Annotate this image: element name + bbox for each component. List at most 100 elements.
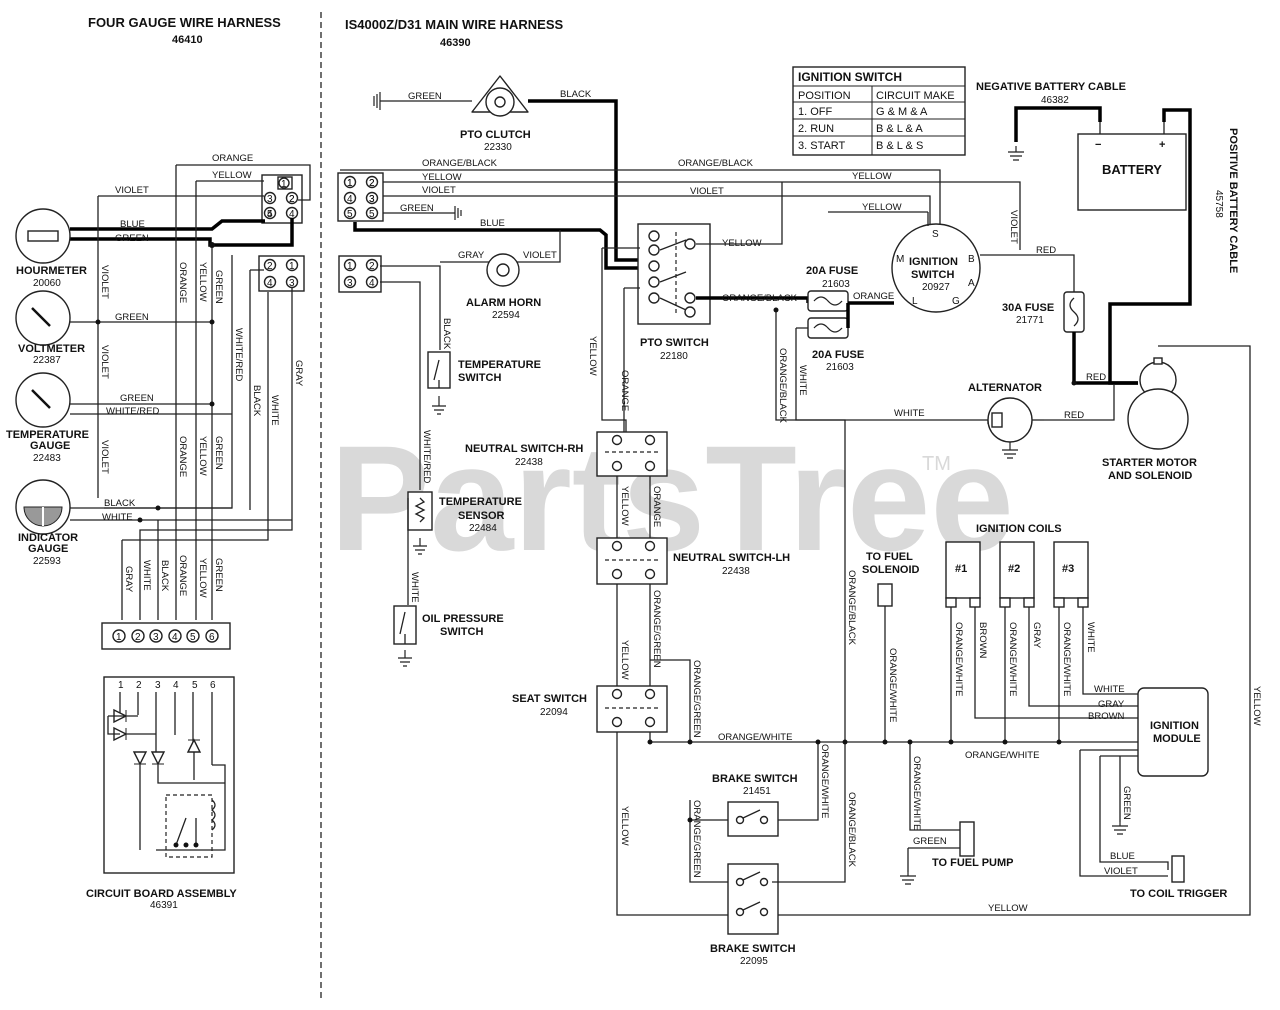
svg-text:IGNITION: IGNITION — [909, 256, 958, 268]
svg-text:ORANGE/BLACK: ORANGE/BLACK — [722, 293, 798, 304]
svg-text:+: + — [1159, 139, 1165, 151]
svg-text:VIOLET: VIOLET — [99, 345, 110, 379]
svg-text:WHITE: WHITE — [409, 572, 420, 603]
svg-text:VIOLET: VIOLET — [690, 186, 724, 197]
svg-text:4: 4 — [267, 278, 273, 289]
oil-pressure-switch: OIL PRESSURE SWITCH — [393, 605, 504, 667]
svg-text:RED: RED — [1086, 372, 1106, 383]
svg-text:TO FUEL: TO FUEL — [866, 551, 913, 563]
svg-text:5: 5 — [347, 209, 353, 220]
svg-text:GRAY: GRAY — [293, 360, 304, 387]
svg-text:WHITE: WHITE — [1085, 622, 1096, 653]
svg-text:ORANGE: ORANGE — [853, 291, 894, 302]
svg-text:GREEN: GREEN — [115, 312, 149, 323]
svg-text:5: 5 — [192, 680, 198, 691]
svg-text:VIOLET: VIOLET — [422, 185, 456, 196]
svg-text:POSITION: POSITION — [798, 90, 851, 102]
pto-clutch: PTO CLUTCH 22330 — [460, 75, 531, 153]
svg-text:20060: 20060 — [33, 278, 61, 289]
svg-text:M: M — [896, 254, 904, 265]
svg-text:ORANGE/GREEN: ORANGE/GREEN — [691, 800, 702, 878]
main-harness: PTO CLUTCH 22330 GREEN BLACK 1 2 4 3 5 5… — [337, 66, 1262, 967]
svg-text:5: 5 — [190, 632, 196, 643]
svg-text:YELLOW: YELLOW — [619, 486, 630, 526]
svg-text:INDICATOR: INDICATOR — [18, 532, 78, 544]
circuit-board-assembly: 1 2 3 4 5 6 CIRCUIT BOARD ASSEMBLY 46391 — [86, 676, 237, 911]
svg-text:BLUE: BLUE — [480, 218, 505, 229]
svg-text:20A FUSE: 20A FUSE — [812, 349, 864, 361]
svg-text:46391: 46391 — [150, 900, 178, 911]
svg-text:WHITE: WHITE — [141, 560, 152, 591]
svg-text:20927: 20927 — [922, 282, 950, 293]
svg-text:46382: 46382 — [1041, 95, 1069, 106]
svg-text:ORANGE: ORANGE — [619, 370, 630, 411]
svg-text:G: G — [952, 296, 960, 307]
svg-text:GREEN: GREEN — [213, 558, 224, 592]
svg-text:PTO CLUTCH: PTO CLUTCH — [460, 129, 531, 141]
svg-text:1: 1 — [118, 680, 124, 691]
coil-trigger: TO COIL TRIGGER — [1130, 855, 1227, 900]
svg-text:TEMPERATURE: TEMPERATURE — [458, 359, 541, 371]
brake-switch-1: BRAKE SWITCH 21451 — [712, 773, 798, 837]
svg-text:BROWN: BROWN — [1088, 711, 1125, 722]
temperature-sensor: TEMPERATURE SENSOR 22484 — [407, 491, 522, 555]
svg-text:5: 5 — [267, 209, 273, 220]
svg-text:ORANGE/WHITE: ORANGE/WHITE — [1007, 622, 1018, 696]
svg-text:BLACK: BLACK — [441, 318, 452, 350]
neutral-switch-lh: NEUTRAL SWITCH-LH 22438 — [596, 537, 790, 585]
svg-text:YELLOW: YELLOW — [197, 558, 208, 598]
svg-text:HOURMETER: HOURMETER — [16, 265, 87, 277]
indicator-gauge: INDICATOR GAUGE 22593 — [15, 479, 78, 567]
svg-text:2: 2 — [289, 194, 295, 205]
brake-switch-2: BRAKE SWITCH 22095 — [710, 863, 796, 967]
svg-text:#1: #1 — [955, 563, 967, 575]
svg-text:22094: 22094 — [540, 707, 568, 718]
svg-text:S: S — [932, 229, 939, 240]
svg-text:ORANGE: ORANGE — [177, 555, 188, 596]
svg-text:STARTER MOTOR: STARTER MOTOR — [1102, 457, 1197, 469]
svg-text:GRAY: GRAY — [1031, 622, 1042, 649]
svg-text:RED: RED — [1064, 410, 1084, 421]
svg-text:BRAKE SWITCH: BRAKE SWITCH — [710, 943, 796, 955]
svg-text:BRAKE SWITCH: BRAKE SWITCH — [712, 773, 798, 785]
ignition-coils: IGNITION COILS #1 #2 #3 — [945, 523, 1089, 608]
svg-text:VIOLET: VIOLET — [99, 265, 110, 299]
svg-text:21603: 21603 — [826, 362, 854, 373]
svg-text:GREEN: GREEN — [213, 436, 224, 470]
svg-text:ORANGE/BLACK: ORANGE/BLACK — [777, 348, 788, 424]
svg-text:YELLOW: YELLOW — [862, 202, 902, 213]
svg-text:30A FUSE: 30A FUSE — [1002, 302, 1054, 314]
svg-text:2: 2 — [369, 261, 375, 272]
svg-text:GREEN: GREEN — [213, 270, 224, 304]
svg-text:YELLOW: YELLOW — [422, 172, 462, 183]
svg-text:4: 4 — [267, 209, 273, 220]
svg-text:A: A — [968, 278, 975, 289]
svg-text:YELLOW: YELLOW — [197, 436, 208, 476]
svg-text:SEAT SWITCH: SEAT SWITCH — [512, 693, 587, 705]
left-title-number: 46410 — [172, 34, 203, 46]
svg-text:22180: 22180 — [660, 351, 688, 362]
svg-text:NEGATIVE BATTERY CABLE: NEGATIVE BATTERY CABLE — [976, 81, 1126, 93]
svg-text:SENSOR: SENSOR — [458, 510, 505, 522]
svg-text:3: 3 — [347, 278, 353, 289]
battery: − + BATTERY — [1077, 122, 1187, 211]
svg-text:YELLOW: YELLOW — [619, 640, 630, 680]
svg-text:3. START: 3. START — [798, 140, 846, 152]
svg-text:4: 4 — [289, 209, 295, 220]
svg-text:BLACK: BLACK — [104, 498, 136, 509]
svg-text:IGNITION COILS: IGNITION COILS — [976, 523, 1062, 535]
svg-text:RED: RED — [1036, 245, 1056, 256]
svg-text:BLACK: BLACK — [560, 89, 592, 100]
svg-text:−: − — [1095, 139, 1101, 151]
svg-text:WHITE/RED: WHITE/RED — [106, 406, 159, 417]
bottom-connector: 1 2 3 4 5 6 — [101, 622, 231, 650]
svg-text:2: 2 — [289, 194, 295, 205]
svg-text:21603: 21603 — [822, 279, 850, 290]
svg-text:VIOLET: VIOLET — [115, 185, 149, 196]
voltmeter: VOLTMETER 22387 — [15, 290, 85, 366]
svg-text:L: L — [912, 296, 918, 307]
svg-text:BROWN: BROWN — [977, 622, 988, 659]
fuse-20a-bottom: 20A FUSE 21603 — [807, 317, 864, 373]
junction-dots — [95, 242, 1077, 823]
svg-text:SWITCH: SWITCH — [911, 269, 954, 281]
